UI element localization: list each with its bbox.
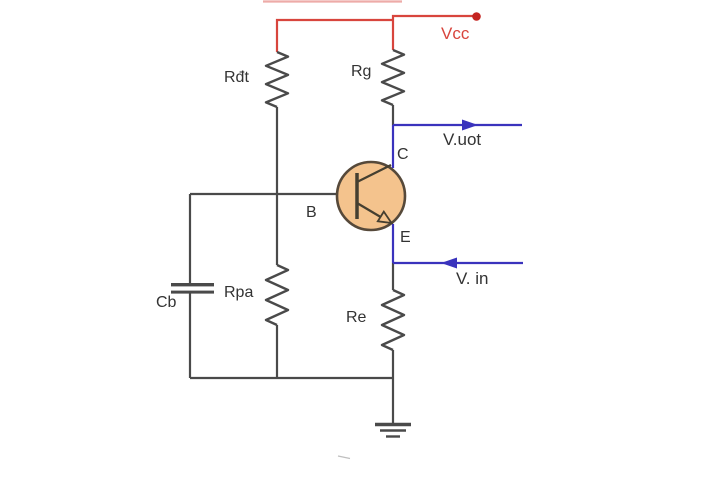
signal-lines xyxy=(391,123,523,265)
resistor-rdt xyxy=(264,50,290,109)
capacitor-plate-bottom xyxy=(171,290,214,294)
resistor-rdt-label: Rđt xyxy=(224,69,249,86)
transistor-emitter-label: E xyxy=(400,229,411,246)
resistor-re-label: Re xyxy=(346,309,367,326)
vout-label: V.uot xyxy=(443,130,482,149)
ground-symbol xyxy=(375,422,411,438)
wires xyxy=(188,48,406,424)
transistor-emitter-lead xyxy=(356,202,383,219)
resistor-re xyxy=(380,288,406,352)
transistor-emitter-arrow xyxy=(376,209,394,225)
vcc-label: Vcc xyxy=(441,24,470,43)
vout-arrow xyxy=(462,119,478,131)
transistor xyxy=(335,160,407,232)
transistor-collector-lead xyxy=(356,163,392,184)
transistor-base-label: B xyxy=(306,204,317,221)
vcc-rail-right xyxy=(391,14,477,50)
resistor-rg-label: Rg xyxy=(351,63,372,80)
vcc-terminal-dot xyxy=(472,12,481,21)
artifact-stray-mark xyxy=(337,455,351,460)
transistor-body xyxy=(335,160,407,232)
supply-rail xyxy=(263,0,477,52)
transistor-collector-label: C xyxy=(397,146,409,163)
capacitor-cb-label: Cb xyxy=(156,294,177,311)
resistor-rpa xyxy=(264,263,290,327)
vin-arrow xyxy=(441,257,457,269)
resistor-rpa-label: Rpa xyxy=(224,284,254,301)
vcc-rail-left xyxy=(275,18,394,52)
resistor-rg xyxy=(380,48,406,107)
vin-label: V. in xyxy=(456,269,489,288)
capacitor-plate-top xyxy=(171,283,214,287)
capacitor-cb xyxy=(171,283,214,294)
